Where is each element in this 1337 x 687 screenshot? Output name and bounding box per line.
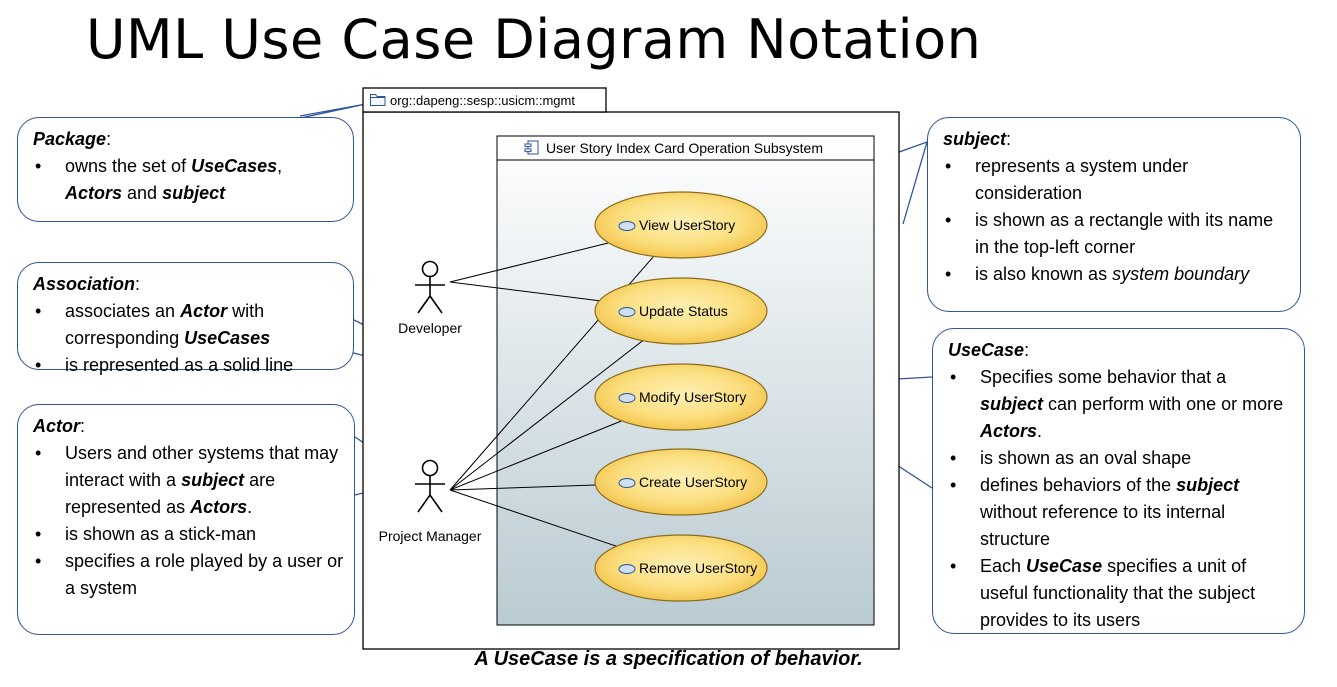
actor-callout-bullet-3: specifies a role played by a user or a s… — [33, 548, 344, 602]
use-case-oval — [594, 534, 768, 602]
use-case-label: Create UserStory — [639, 474, 747, 490]
association-project-manager-create-userstory — [449, 484, 596, 491]
association-callout-heading: Association — [33, 274, 136, 294]
actor-developer[interactable]: Developer — [398, 260, 462, 337]
use-case-modify-userstory[interactable]: Modify UserStory — [594, 363, 768, 431]
actor-callout-heading: Actor — [33, 416, 81, 436]
package-callout-heading: Package — [33, 129, 107, 149]
component-icon — [524, 140, 539, 155]
use-case-oval — [594, 277, 768, 345]
use-case-create-userstory[interactable]: Create UserStory — [594, 448, 768, 516]
package-callout-bullet-1: owns the set of UseCases,Actors and subj… — [33, 153, 343, 207]
usecase-callout: UseCase: Specifies some behavior that a … — [932, 328, 1305, 634]
folder-icon — [370, 94, 386, 106]
actor-callout-bullet-2: is shown as a stick-man — [33, 521, 344, 548]
package-name: org::dapeng::sesp::usicm::mgmt — [390, 93, 575, 108]
subject-callout: subject: represents a system under consi… — [927, 117, 1301, 312]
association-callout-bullet-2: is represented as a solid line — [33, 352, 343, 379]
subject-callout-bullet-2: is shown as a rectangle with its name in… — [943, 207, 1290, 261]
subject-callout-bullet-3: is also known as system boundary — [943, 261, 1290, 288]
use-case-icon — [618, 307, 636, 317]
caption: A UseCase is a specification of behavior… — [474, 648, 863, 670]
use-case-icon — [618, 221, 636, 231]
use-case-icon — [618, 478, 636, 488]
usecase-callout-bullet-3: defines behaviors of the subject without… — [948, 472, 1294, 553]
use-case-view-userstory[interactable]: View UserStory — [594, 191, 768, 259]
usecase-callout-heading: UseCase — [948, 340, 1025, 360]
association-developer-update-status — [449, 281, 600, 302]
association-developer-view-userstory — [449, 242, 609, 283]
use-case-oval — [594, 191, 768, 259]
actor-label: Developer — [398, 320, 462, 336]
actor-label: Project Manager — [379, 528, 482, 544]
subject-name: User Story Index Card Operation Subsyste… — [546, 140, 823, 156]
usecase-callout-bullet-1: Specifies some behavior that a subject c… — [948, 364, 1294, 445]
subject-callout-heading: subject — [943, 129, 1007, 149]
use-case-oval — [594, 363, 768, 431]
association-callout-bullet-1: associates an Actor with corresponding U… — [33, 298, 343, 352]
actor-callout: Actor: Users and other systems that may … — [17, 404, 355, 635]
package-callout: Package: owns the set of UseCases,Actors… — [17, 117, 354, 222]
actor-project-manager[interactable]: Project Manager — [379, 459, 482, 545]
subject-callout-bullet-1: represents a system under consideration — [943, 153, 1290, 207]
stick-man-icon — [415, 260, 445, 314]
association-callout: Association: associates an Actor with co… — [17, 262, 354, 379]
association-project-manager-update-status — [449, 340, 644, 491]
use-case-label: View UserStory — [639, 217, 735, 233]
page-title: UML Use Case Diagram Notation — [86, 8, 982, 71]
use-case-oval — [594, 448, 768, 516]
use-case-remove-userstory[interactable]: Remove UserStory — [594, 534, 768, 602]
association-project-manager-remove-userstory — [449, 489, 617, 547]
use-case-icon — [618, 564, 636, 574]
use-case-icon — [618, 393, 636, 403]
usecase-callout-bullet-2: is shown as an oval shape — [948, 445, 1294, 472]
use-case-label: Remove UserStory — [639, 560, 757, 576]
package-tab — [362, 87, 607, 113]
actor-callout-bullet-1: Users and other systems that may interac… — [33, 440, 344, 521]
usecase-callout-bullet-4: Each UseCase specifies a unit of useful … — [948, 553, 1294, 634]
use-case-label: Modify UserStory — [639, 389, 746, 405]
association-project-manager-modify-userstory — [449, 420, 622, 491]
use-case-label: Update Status — [639, 303, 728, 319]
stick-man-icon — [415, 459, 445, 513]
use-case-update-status[interactable]: Update Status — [594, 277, 768, 345]
